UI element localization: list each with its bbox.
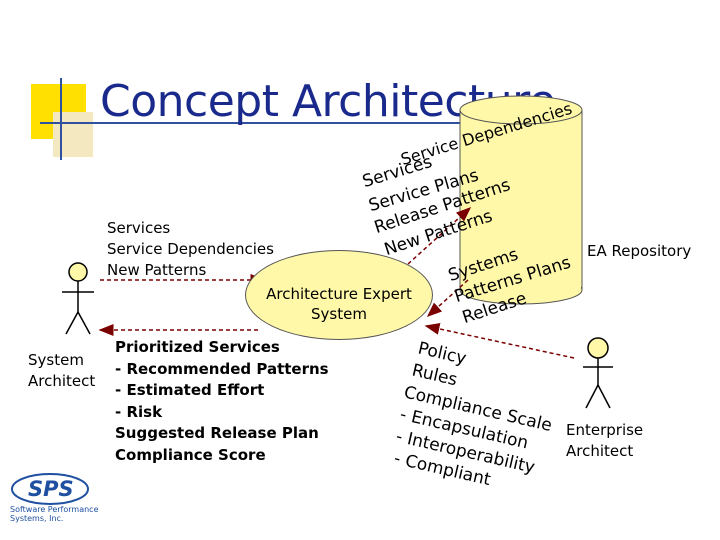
enterprise-architect-line-2: Architect (566, 442, 634, 460)
system-architect-line-2: Architect (28, 372, 96, 390)
from-repository-arrow (426, 279, 469, 318)
input-message-list: Services Service Dependencies New Patter… (107, 218, 274, 281)
input-message-item: Service Dependencies (107, 240, 274, 258)
enterprise-architect-figure (583, 337, 613, 409)
sps-logo-line-2: Systems, Inc. (10, 514, 64, 523)
flow-arrows (98, 206, 575, 359)
architecture-expert-node (245, 250, 433, 340)
title-deco-square-light (53, 112, 93, 157)
sps-logo-line-1: Software Performance (10, 505, 99, 514)
enterprise-architect-line-1: Enterprise (566, 421, 644, 439)
title-underline (40, 122, 540, 124)
system-architect-figure (62, 262, 94, 335)
output-message-item: - Recommended Patterns (115, 359, 329, 378)
output-message-item: - Risk (115, 402, 163, 421)
output-message-item: Prioritized Services (115, 338, 280, 356)
sps-logo-tagline: Software Performance Systems, Inc. (10, 505, 99, 523)
output-message-item: Compliance Score (115, 445, 266, 464)
output-message-item: Suggested Release Plan (115, 424, 319, 442)
input-message-item: Services (107, 219, 171, 237)
sps-logo-mark (11, 473, 89, 505)
expert-label-line-2: System (311, 305, 367, 323)
system-architect-line-1: System (28, 351, 84, 369)
architecture-expert-label: Architecture Expert System (245, 284, 433, 324)
ea-repository-cylinder (459, 95, 583, 305)
sps-logo-wordmark: SPS (28, 477, 74, 501)
expert-label-line-1: Architecture Expert (266, 285, 412, 303)
output-message-item: - Estimated Effort (115, 381, 265, 399)
input-message-item: New Patterns (107, 261, 207, 279)
output-message-list: Prioritized Services - Recommended Patte… (115, 337, 329, 466)
ea-repository-label: EA Repository (587, 242, 692, 260)
from-enterprise-arrow (424, 322, 575, 359)
system-architect-label: System Architect (28, 350, 95, 392)
enterprise-architect-label: Enterprise Architect (566, 420, 643, 462)
title-deco-vertical-line (60, 78, 62, 160)
